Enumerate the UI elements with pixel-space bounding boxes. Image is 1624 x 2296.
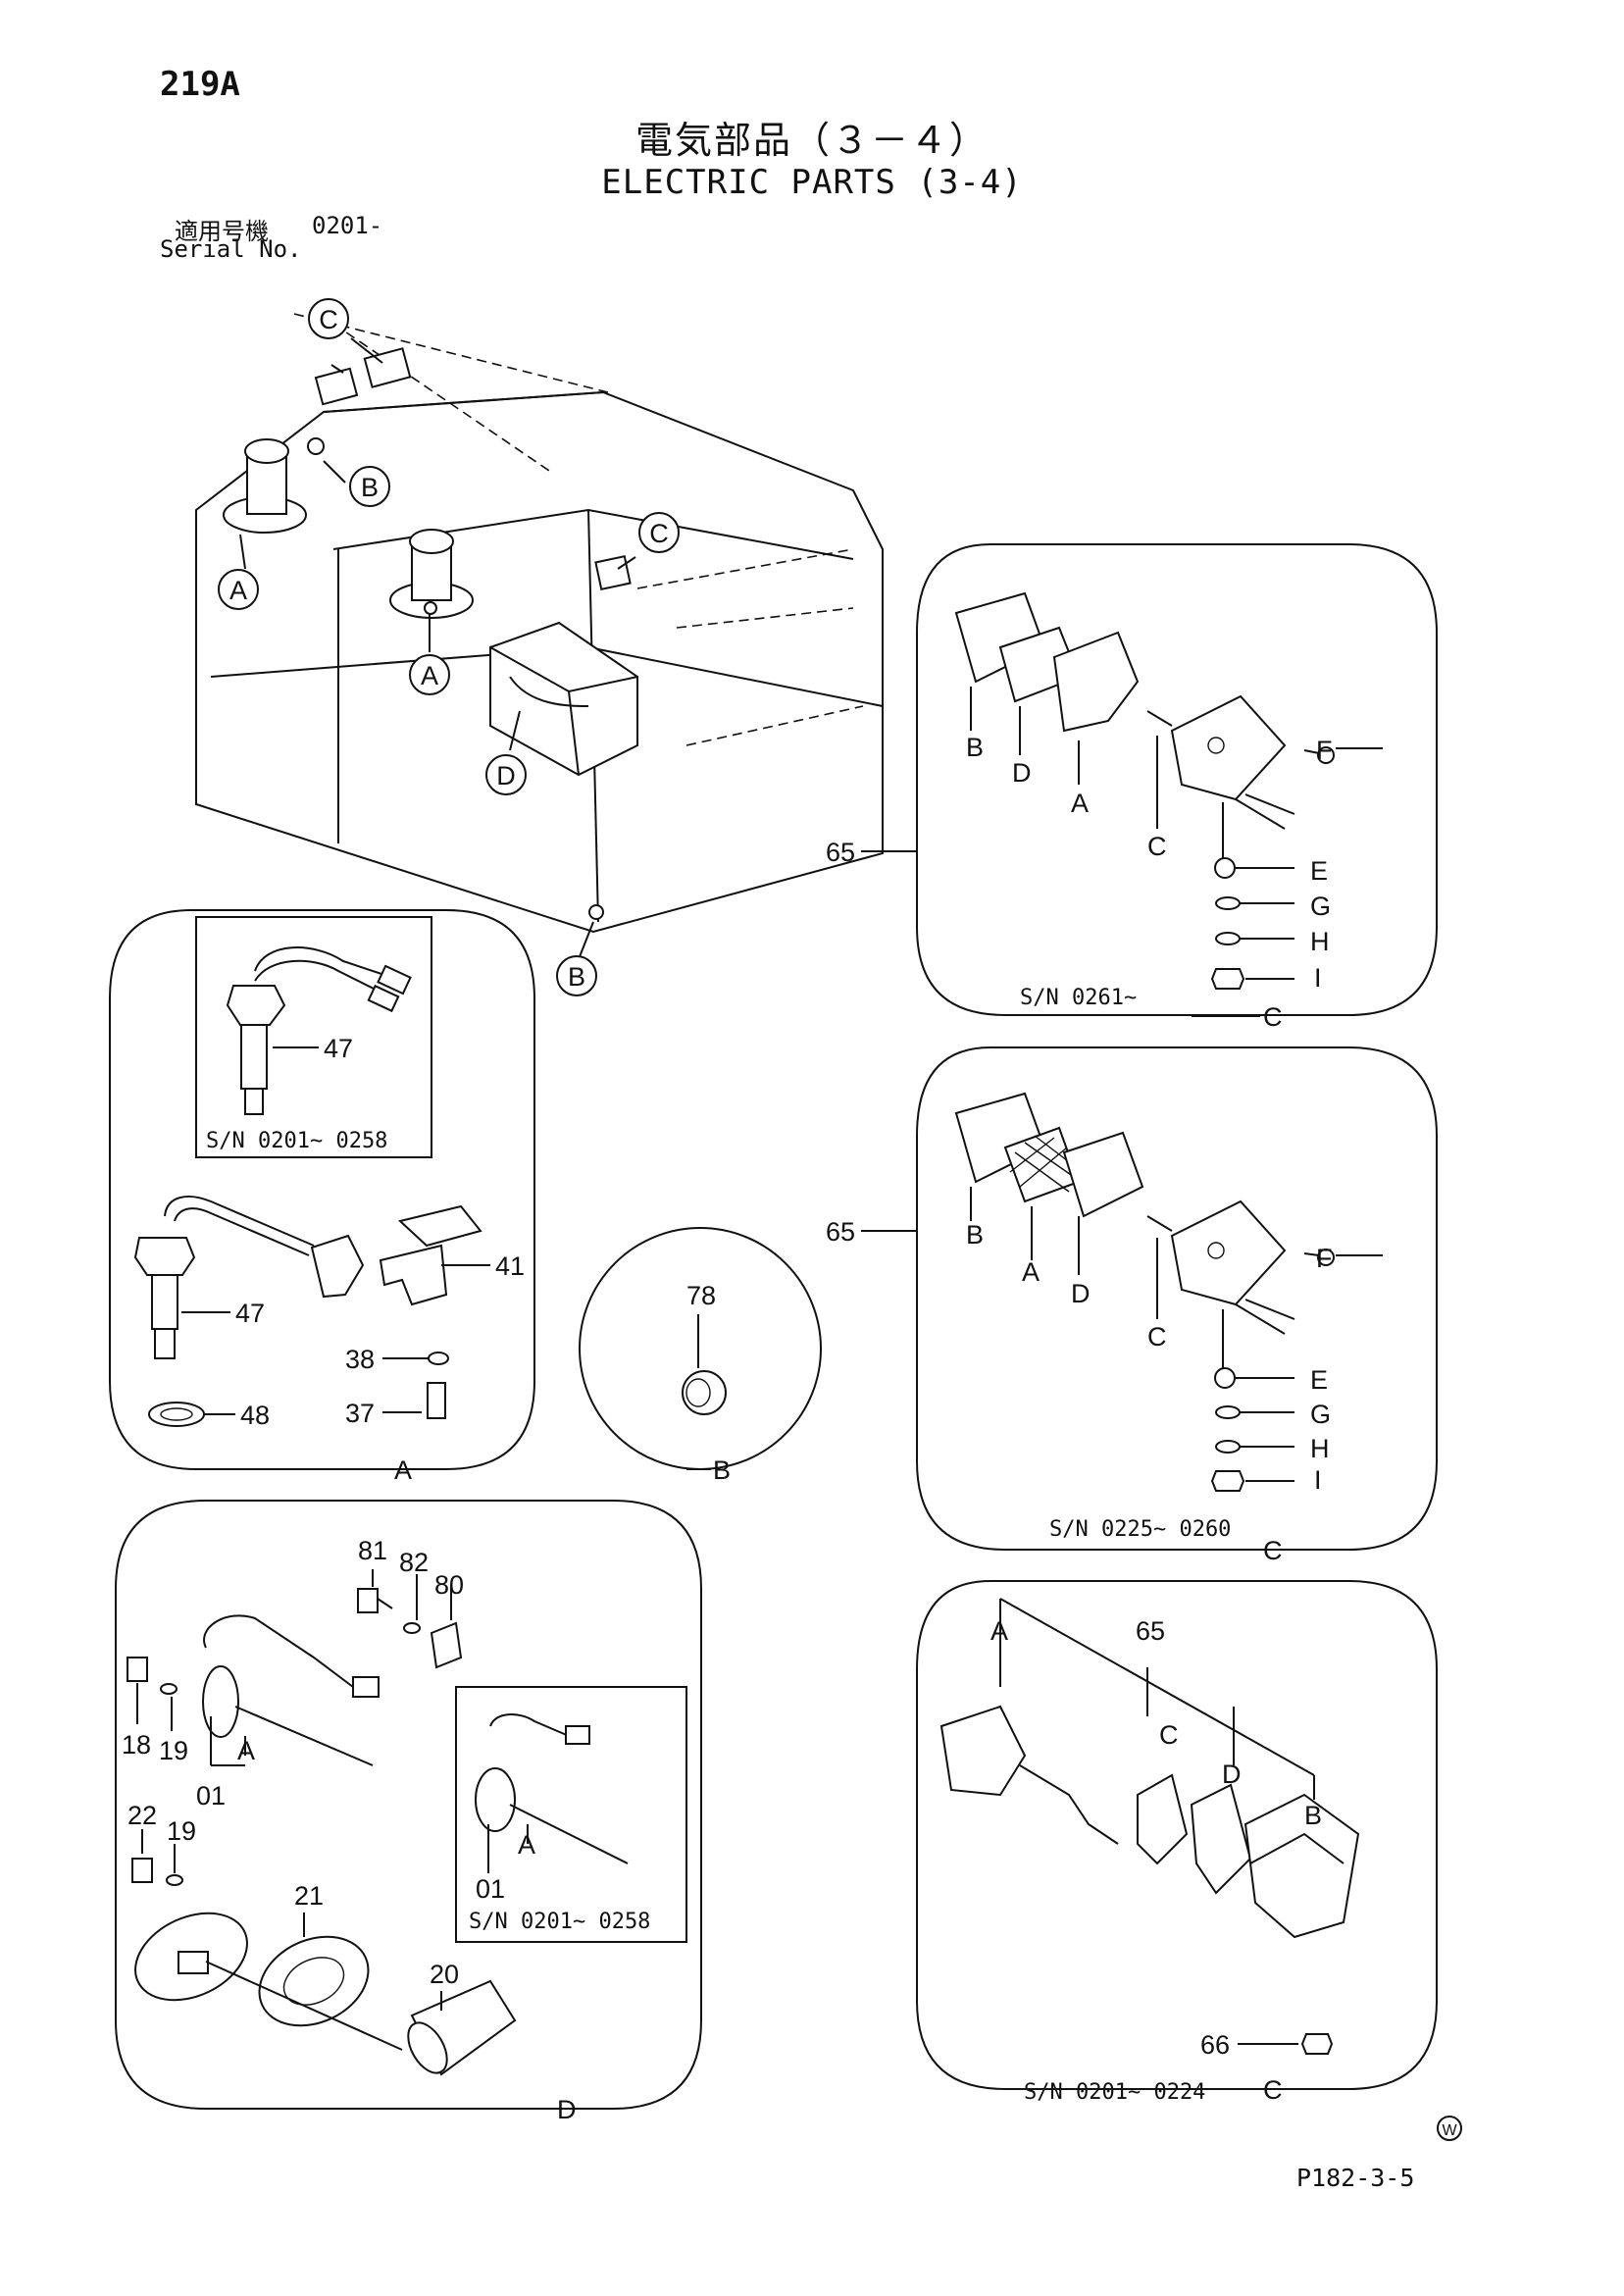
serial-value: 0201- bbox=[312, 212, 383, 239]
callout-a: A bbox=[1071, 789, 1089, 818]
detail-a: 47 S/N 0201~ 0258 47 48 41 38 37 A bbox=[109, 909, 535, 1485]
part-37: 37 bbox=[345, 1399, 375, 1428]
callout-c-top: C bbox=[319, 305, 338, 334]
part-66: 66 bbox=[1200, 2030, 1230, 2060]
part-01-inset: 01 bbox=[476, 1874, 505, 1904]
callout-b-left: B bbox=[361, 473, 379, 502]
part-65: 65 bbox=[826, 838, 855, 867]
callout-b-bottom: B bbox=[568, 962, 585, 992]
detail-label-c: C bbox=[1263, 2075, 1283, 2105]
part-65: 65 bbox=[826, 1217, 855, 1247]
detail-label-a: A bbox=[394, 1455, 412, 1485]
part-80: 80 bbox=[434, 1570, 464, 1600]
part-41: 41 bbox=[495, 1251, 525, 1281]
callout-f: F bbox=[1316, 1244, 1333, 1273]
callout-g: G bbox=[1310, 1400, 1331, 1429]
part-19-lower: 19 bbox=[167, 1816, 196, 1846]
title-japanese: 電気部品（３－４） bbox=[634, 119, 989, 162]
callout-d: D bbox=[1071, 1279, 1091, 1308]
callout-b: B bbox=[966, 733, 984, 762]
callout-e: E bbox=[1310, 856, 1328, 886]
detail-b: 78 B bbox=[579, 1227, 822, 1485]
callout-i: I bbox=[1314, 963, 1322, 993]
part-22: 22 bbox=[127, 1801, 157, 1830]
callout-h: H bbox=[1310, 1434, 1330, 1463]
part-78: 78 bbox=[686, 1281, 716, 1310]
callout-c: C bbox=[1147, 1322, 1167, 1352]
detail-label-b: B bbox=[713, 1455, 731, 1485]
serial-label-english: Serial No. bbox=[160, 235, 302, 263]
sn-0201-0258: S/N 0201~ 0258 bbox=[206, 1129, 387, 1153]
part-65: 65 bbox=[1136, 1616, 1165, 1646]
detail-c-sn0261: F E G H I B D A C 65 S/N 0261~ C bbox=[826, 543, 1438, 1032]
watermark-w: W bbox=[1442, 2122, 1457, 2139]
detail-c-sn0225: F E G H I B A D C 65 S/N 0225~ 0260 C bbox=[826, 1046, 1438, 1565]
sn-0201-0224: S/N 0201~ 0224 bbox=[1024, 2080, 1205, 2105]
part-38: 38 bbox=[345, 1345, 375, 1374]
part-20: 20 bbox=[430, 1960, 459, 1989]
callout-a: A bbox=[990, 1616, 1008, 1646]
part-82: 82 bbox=[399, 1548, 429, 1577]
callout-c: C bbox=[1159, 1720, 1179, 1750]
callout-b: B bbox=[1304, 1801, 1322, 1830]
part-47: 47 bbox=[235, 1299, 265, 1328]
part-47-inset: 47 bbox=[324, 1034, 353, 1063]
callout-a-d: A bbox=[237, 1736, 255, 1765]
page-number: 219A bbox=[160, 65, 240, 104]
part-19-upper: 19 bbox=[159, 1736, 188, 1765]
sn-0201-0258: S/N 0201~ 0258 bbox=[469, 1910, 650, 1934]
callout-f: F bbox=[1316, 736, 1333, 765]
detail-d: A 01 S/N 0201~ 0258 81 82 80 18 19 A 01 … bbox=[115, 1500, 702, 2124]
part-21: 21 bbox=[294, 1881, 324, 1911]
callout-a-inset: A bbox=[518, 1830, 535, 1860]
part-18: 18 bbox=[122, 1730, 151, 1760]
part-48: 48 bbox=[240, 1401, 270, 1430]
callout-b: B bbox=[966, 1220, 984, 1250]
callout-d: D bbox=[1012, 758, 1032, 788]
callout-d: D bbox=[1222, 1760, 1242, 1789]
sn-0225-0260: S/N 0225~ 0260 bbox=[1049, 1517, 1231, 1542]
callout-c: C bbox=[1147, 832, 1167, 861]
callout-d: D bbox=[496, 761, 516, 791]
detail-c-sn0201: A 65 C D B 66 S/N 0201~ 0224 C bbox=[916, 1580, 1438, 2105]
callout-h: H bbox=[1310, 927, 1330, 956]
callout-a: A bbox=[1022, 1257, 1040, 1287]
part-01: 01 bbox=[196, 1781, 226, 1811]
detail-label-c: C bbox=[1263, 1002, 1283, 1032]
callout-e: E bbox=[1310, 1365, 1328, 1395]
detail-label-c: C bbox=[1263, 1536, 1283, 1565]
detail-label-d: D bbox=[557, 2095, 577, 2124]
callout-a-right: A bbox=[421, 661, 438, 690]
title-english: ELECTRIC PARTS (3-4) bbox=[601, 163, 1023, 202]
callout-i: I bbox=[1314, 1465, 1322, 1495]
callout-g: G bbox=[1310, 892, 1331, 921]
sn-0261: S/N 0261~ bbox=[1020, 986, 1137, 1010]
part-81: 81 bbox=[358, 1536, 387, 1565]
callout-a-left: A bbox=[229, 576, 247, 605]
figure-code: P182-3-5 bbox=[1296, 2164, 1415, 2192]
serial-label-japanese: 適用号機 bbox=[175, 218, 269, 245]
machine-overview: C B A A C D B bbox=[195, 298, 884, 996]
callout-c-mid: C bbox=[649, 519, 669, 548]
